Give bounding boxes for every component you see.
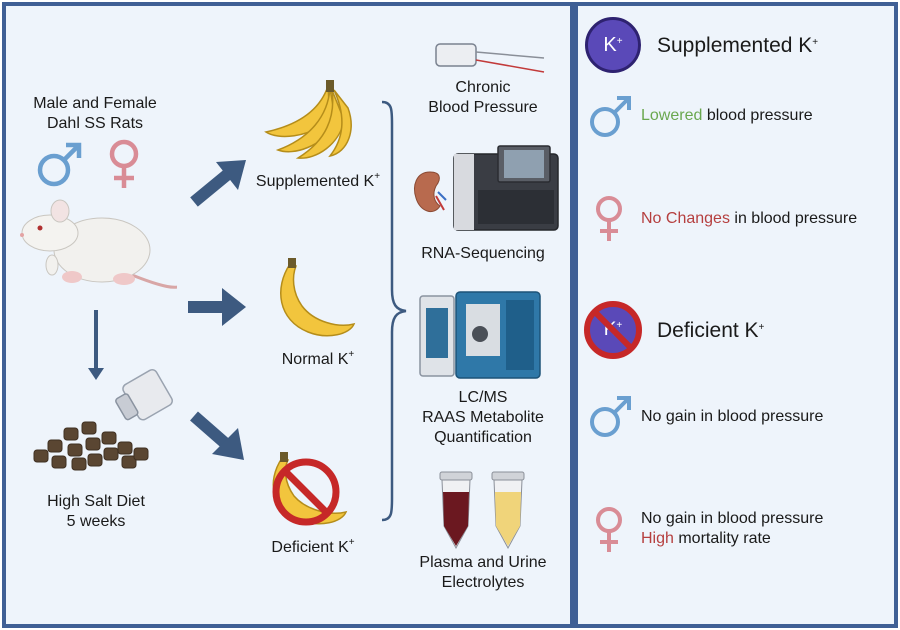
- def-heading-text: Deficient K: [657, 319, 759, 342]
- def-female-highlight: High: [641, 530, 674, 547]
- rats-title: Male and Female Dahl SS Rats: [20, 94, 170, 134]
- deficient-banana-icon: [272, 452, 348, 526]
- deficient-sup: +: [348, 537, 355, 548]
- lcms-label: LC/MS RAAS Metabolite Quantification: [400, 388, 566, 448]
- sup-heading-text: Supplemented K: [657, 34, 813, 57]
- bp-label-line2: Blood Pressure: [428, 99, 538, 116]
- prohibit-icon: [584, 301, 642, 359]
- kidney-icon: [414, 171, 447, 213]
- deficient-text: Deficient K: [271, 539, 349, 556]
- deficient-group-label: Deficient K+: [248, 538, 378, 558]
- curly-brace-icon: [381, 100, 407, 522]
- arrow-to-supplemented-icon: [190, 160, 246, 207]
- down-arrow-icon: [88, 310, 104, 380]
- deficient-potassium-badge-icon: K+: [583, 300, 643, 360]
- female-symbol-icon: [109, 139, 139, 188]
- def-heading-sup: +: [758, 322, 765, 333]
- food-pellets-icon: [33, 421, 149, 471]
- def-male-result: No gain in blood pressure: [641, 408, 824, 425]
- sup-female-highlight: No Changes: [641, 210, 730, 227]
- lcms-label-line1: LC/MS: [458, 389, 508, 406]
- rats-title-line1: Male and Female: [33, 95, 157, 112]
- supplemented-sup: +: [374, 171, 381, 182]
- lcms-label-line3: Quantification: [434, 429, 532, 446]
- rat-icon: [20, 199, 177, 289]
- male-symbol-icon: [590, 96, 631, 137]
- deficient-badge-sup: +: [616, 320, 623, 331]
- badge-sup: +: [616, 36, 623, 47]
- arrow-to-normal-icon: [188, 288, 246, 326]
- supplemented-results-heading: Supplemented K+: [657, 33, 818, 59]
- salt-shaker-icon: [115, 369, 173, 421]
- bp-label-line1: Chronic: [455, 79, 511, 96]
- lcms-label-line2: RAAS Metabolite: [422, 409, 544, 426]
- banana-bunch-icon: [264, 80, 352, 159]
- sup-male-highlight: Lowered: [641, 107, 703, 124]
- def-female-line2: High mortality rate: [641, 529, 823, 549]
- def-female-result: No gain in blood pressure High mortality…: [641, 509, 823, 549]
- sup-male-result: Lowered blood pressure: [641, 106, 813, 126]
- deficient-results-heading: Deficient K+: [657, 318, 764, 344]
- supplemented-group-label: Supplemented K+: [238, 172, 398, 192]
- def-female-line1: No gain in blood pressure: [641, 510, 824, 527]
- rats-title-line2: Dahl SS Rats: [46, 115, 144, 132]
- plasma-label: Plasma and Urine Electrolytes: [400, 553, 566, 593]
- lcms-instrument-icon: [419, 291, 541, 379]
- sup-female-rest: in blood pressure: [729, 210, 858, 227]
- diet-label: High Salt Diet 5 weeks: [26, 492, 166, 532]
- rna-label: RNA-Sequencing: [421, 245, 545, 262]
- male-symbol-icon: [590, 396, 631, 437]
- sup-heading-sup: +: [812, 37, 819, 48]
- sequencer-icon: [453, 145, 559, 231]
- banana-icon: [280, 258, 356, 337]
- normal-sup: +: [348, 349, 355, 360]
- plasma-label-line1: Plasma and Urine: [419, 554, 547, 571]
- potassium-badge-icon: K+: [585, 17, 641, 73]
- badge-text: K: [603, 34, 617, 56]
- bp-label: Chronic Blood Pressure: [408, 78, 558, 118]
- sup-female-result: No Changes in blood pressure: [641, 209, 857, 229]
- telemetry-device-icon: [435, 43, 545, 73]
- diet-label-line1: High Salt Diet: [47, 493, 145, 510]
- sample-tubes-icon: [439, 471, 525, 550]
- male-symbol-icon: [37, 142, 82, 187]
- def-female-rest: mortality rate: [673, 530, 771, 547]
- diet-label-line2: 5 weeks: [66, 513, 126, 530]
- supplemented-text: Supplemented K: [255, 173, 375, 190]
- sup-male-rest: blood pressure: [702, 107, 813, 124]
- arrow-to-deficient-icon: [190, 411, 244, 460]
- plasma-label-line2: Electrolytes: [441, 574, 525, 591]
- female-symbol-icon: [596, 507, 622, 552]
- female-symbol-icon: [596, 196, 622, 241]
- normal-group-label: Normal K+: [258, 350, 378, 370]
- normal-text: Normal K: [281, 351, 349, 368]
